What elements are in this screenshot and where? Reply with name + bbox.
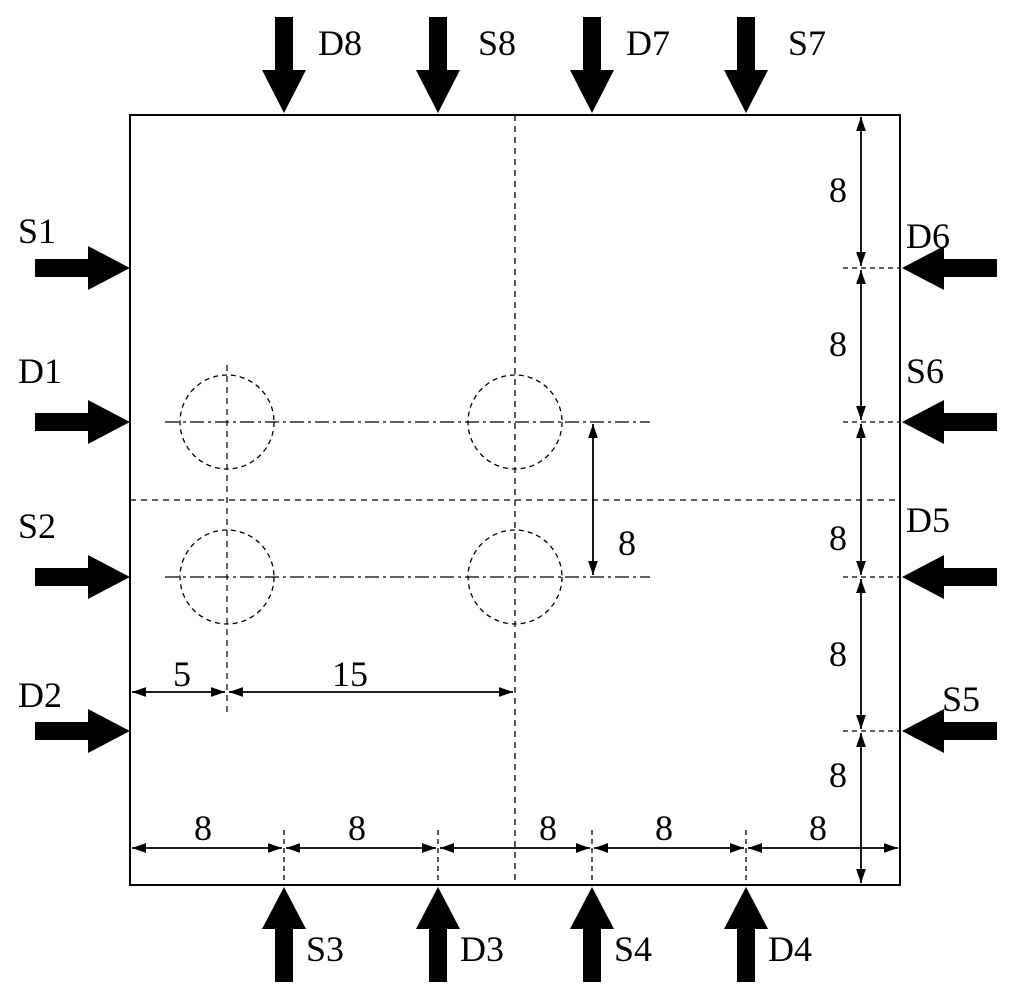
arrow-d1 [35, 400, 130, 444]
position-ticks [283, 267, 900, 885]
arrow-s1 [35, 246, 130, 290]
label-s3: S3 [306, 929, 344, 969]
arrow-s7 [724, 17, 768, 113]
dim-label-bottom-2: 8 [348, 808, 366, 848]
label-d6: D6 [906, 216, 950, 256]
left-arrows [35, 246, 130, 753]
label-d5: D5 [906, 500, 950, 540]
label-d8: D8 [318, 23, 362, 63]
label-s1: S1 [18, 211, 56, 251]
arrow-s8 [416, 17, 460, 113]
arrow-s3 [262, 887, 306, 982]
dim-label-left-offset: 5 [173, 654, 191, 694]
arrow-s5 [902, 709, 997, 753]
dim-label-right-5: 8 [829, 755, 847, 795]
arrow-d2 [35, 709, 130, 753]
arrow-s4 [570, 887, 614, 982]
arrow-d5 [902, 555, 997, 599]
label-d3: D3 [460, 929, 504, 969]
target-circle-top-left [179, 374, 275, 470]
arrow-d8 [262, 17, 306, 113]
label-d2: D2 [18, 675, 62, 715]
dim-label-right-3: 8 [829, 518, 847, 558]
label-s4: S4 [614, 929, 652, 969]
bottom-arrows [262, 887, 768, 982]
label-d7: D7 [626, 23, 670, 63]
label-d1: D1 [18, 351, 62, 391]
label-s2: S2 [18, 506, 56, 546]
target-circle-top-right [467, 374, 563, 470]
dim-label-right-1: 8 [829, 170, 847, 210]
dim-label-right-2: 8 [829, 324, 847, 364]
arrow-d6 [902, 246, 997, 290]
dim-label-vertical-spacing: 8 [618, 523, 636, 563]
label-s6: S6 [906, 351, 944, 391]
dim-label-bottom-5: 8 [809, 808, 827, 848]
label-s7: S7 [788, 23, 826, 63]
dim-label-horizontal-spacing: 15 [332, 654, 368, 694]
top-arrows [262, 17, 768, 113]
arrow-d4 [724, 887, 768, 982]
label-d4: D4 [768, 929, 812, 969]
label-s8: S8 [478, 23, 516, 63]
target-circle-bottom-left [179, 529, 275, 625]
dim-label-bottom-3: 8 [539, 808, 557, 848]
dim-label-right-4: 8 [829, 634, 847, 674]
dimension-lines [132, 117, 898, 883]
arrow-d3 [416, 887, 460, 982]
arrow-s6 [902, 400, 997, 444]
dim-label-bottom-4: 8 [655, 808, 673, 848]
label-s5: S5 [942, 679, 980, 719]
dim-label-bottom-1: 8 [194, 808, 212, 848]
target-circle-bottom-right [467, 529, 563, 625]
right-arrows [902, 246, 997, 753]
arrow-d7 [570, 17, 614, 113]
arrow-s2 [35, 555, 130, 599]
target-circles [179, 374, 563, 625]
